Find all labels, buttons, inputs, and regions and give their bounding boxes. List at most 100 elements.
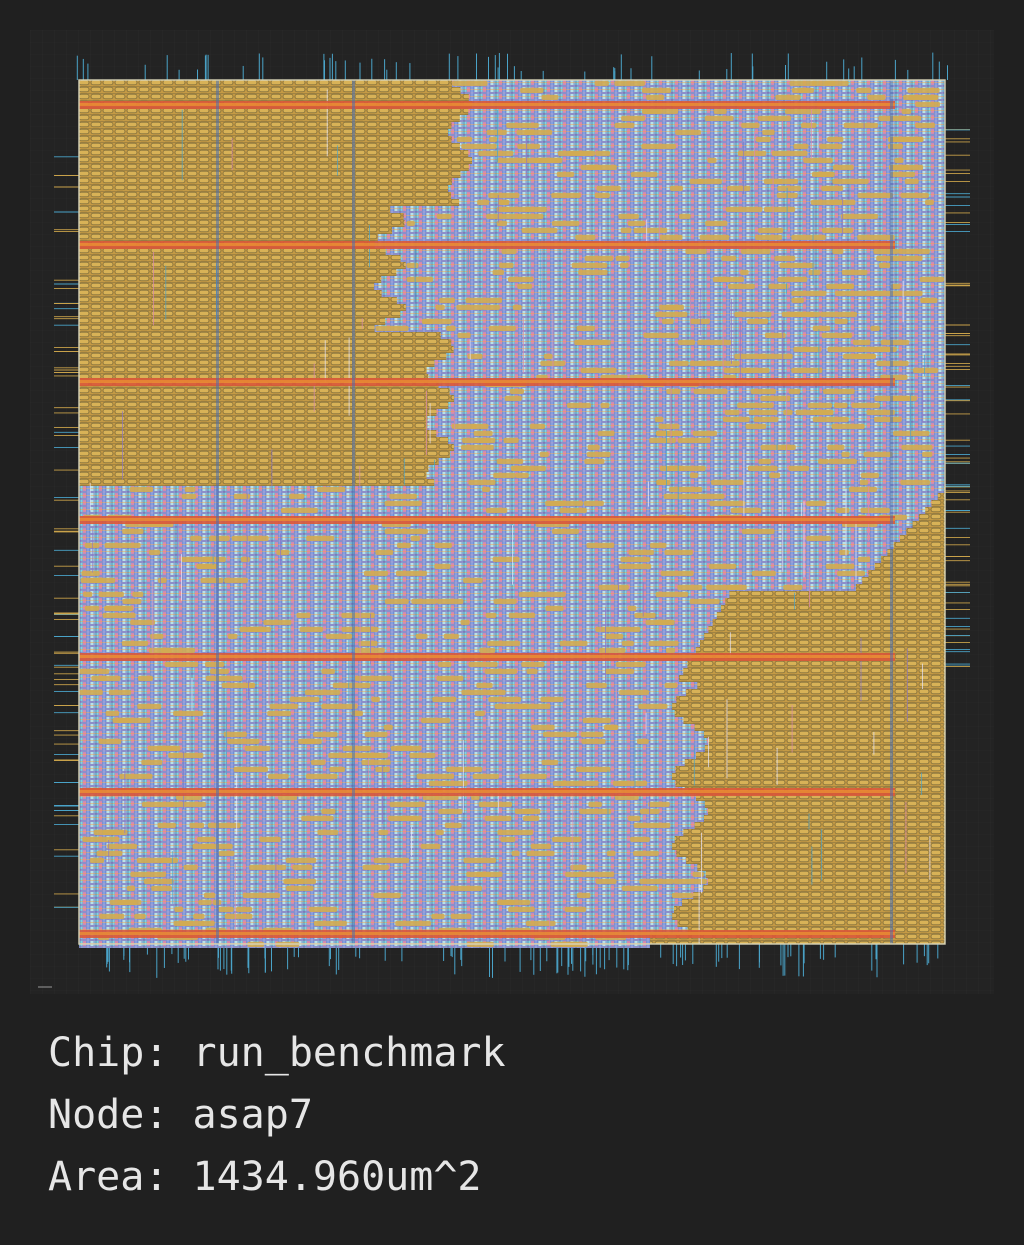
logic-row (427, 416, 945, 423)
filler-gap (79, 689, 103, 695)
logic-row (79, 836, 675, 843)
filler-gap (901, 108, 912, 114)
filler-gap (839, 549, 849, 555)
filler-gap (570, 864, 587, 870)
filler-gap (827, 346, 865, 352)
filler-gap (812, 325, 831, 331)
filler-gap (100, 675, 121, 681)
power-stripe-core (79, 655, 895, 658)
filler-gap (435, 794, 459, 800)
filler-gap (888, 136, 924, 142)
logic-row (79, 703, 673, 710)
filler-gap (499, 262, 514, 268)
filler-gap (821, 332, 853, 338)
filler-gap (901, 444, 933, 450)
filler-gap (494, 703, 529, 709)
filler-gap (747, 465, 778, 471)
filler-gap (567, 150, 593, 156)
filler-gap (833, 164, 854, 170)
filler-gap (432, 696, 457, 702)
filler-gap (728, 283, 755, 289)
filler-gap (852, 339, 871, 345)
filler-gap (689, 360, 705, 366)
filler-gap (427, 752, 436, 758)
filler-gap (267, 710, 291, 716)
filler-gap (777, 185, 801, 191)
power-stripe-core (79, 380, 895, 383)
filler-gap (577, 871, 615, 877)
power-stripe-core (79, 103, 895, 106)
filler-gap (806, 535, 831, 541)
logic-row (79, 885, 704, 892)
filler-gap (421, 717, 450, 723)
filler-gap (848, 486, 877, 492)
filler-gap (671, 892, 694, 898)
filler-gap (436, 675, 464, 681)
filler-gap (431, 913, 445, 919)
filler-gap (734, 353, 767, 359)
filler-gap (630, 626, 641, 632)
filler-gap (760, 444, 792, 450)
filler-gap (658, 423, 680, 429)
filler-gap (438, 808, 463, 814)
filler-gap (436, 598, 464, 604)
filler-gap (638, 703, 668, 709)
filler-gap (755, 136, 771, 142)
filler-gap (311, 759, 326, 765)
logic-row (79, 591, 730, 598)
logic-row (79, 871, 706, 878)
filler-gap (317, 486, 346, 492)
filler-gap (660, 570, 694, 576)
filler-gap (449, 885, 482, 891)
filler-gap (541, 94, 559, 100)
filler-gap (510, 465, 530, 471)
logic-row (79, 794, 696, 801)
filler-gap (894, 157, 904, 163)
chip-layout-canvas (30, 30, 994, 994)
filler-gap (115, 717, 151, 723)
filler-gap (664, 549, 693, 555)
logic-row (451, 122, 945, 129)
filler-gap (801, 122, 817, 128)
filler-gap (488, 192, 520, 198)
filler-gap (435, 829, 444, 835)
filler-gap (450, 913, 472, 919)
filler-gap (485, 612, 497, 618)
filler-gap (806, 500, 827, 506)
filler-gap (289, 493, 305, 499)
logic-row (79, 500, 932, 507)
filler-gap (615, 661, 646, 667)
filler-gap (597, 430, 615, 436)
logic-row (449, 451, 945, 458)
filler-gap (104, 605, 126, 611)
filler-gap (501, 248, 517, 254)
filler-gap (659, 234, 683, 240)
filler-gap (361, 759, 383, 765)
filler-gap (775, 94, 801, 100)
logic-row (79, 920, 678, 927)
filler-gap (922, 451, 933, 457)
logic-row (460, 87, 945, 94)
filler-gap (777, 276, 808, 282)
logic-row (453, 444, 945, 451)
filler-gap (827, 136, 844, 142)
filler-gap (305, 773, 338, 779)
filler-gap (456, 136, 473, 142)
filler-gap (621, 115, 645, 121)
power-rails (79, 80, 895, 944)
logic-row (428, 374, 945, 381)
logic-row (79, 549, 888, 556)
filler-gap (308, 906, 338, 912)
filler-gap (205, 661, 225, 667)
filler-gap (233, 766, 268, 772)
filler-gap (834, 402, 848, 408)
logic-row (79, 717, 684, 724)
filler-gap (556, 171, 575, 177)
filler-gap (500, 199, 509, 205)
filler-gap (210, 668, 229, 674)
filler-gap (618, 213, 639, 219)
filler-gap (428, 780, 449, 786)
filler-gap (285, 857, 317, 863)
logic-row (79, 668, 684, 675)
filler-gap (496, 220, 507, 226)
